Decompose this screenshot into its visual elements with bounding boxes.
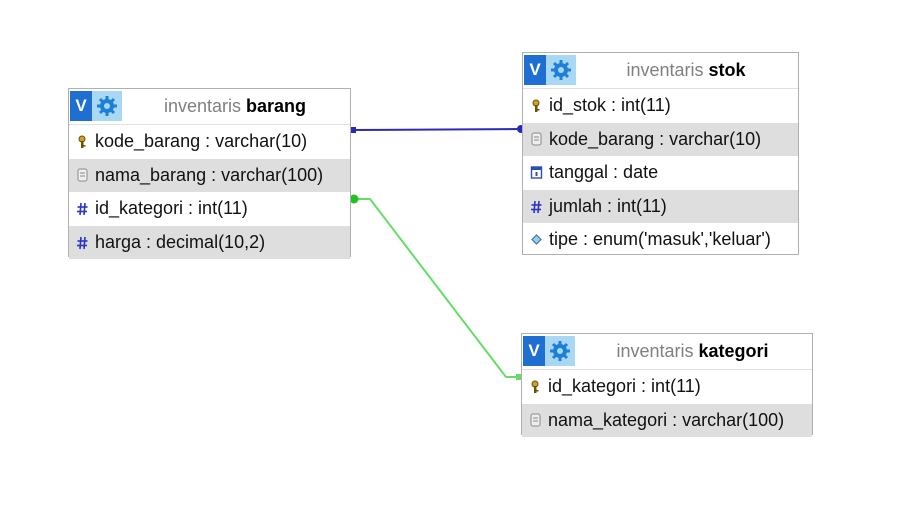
table-header[interactable]: V inventaris barang — [69, 89, 350, 125]
relation-barang-stok-start-marker — [350, 127, 356, 133]
column-row[interactable]: tipe : enum('masuk','keluar') — [523, 223, 798, 257]
column-label: id_stok : int(11) — [549, 95, 671, 115]
text-type-icon — [529, 404, 543, 438]
column-label: kode_barang : varchar(10) — [549, 128, 762, 149]
table-name: kategori — [698, 341, 769, 361]
column-label: tanggal : date — [549, 162, 659, 182]
key-icon — [76, 125, 90, 159]
column-row[interactable]: id_stok : int(11) — [523, 89, 798, 123]
table-name: barang — [246, 96, 307, 116]
column-label: jumlah : int(11) — [549, 195, 667, 216]
column-label: nama_kategori : varchar(100) — [548, 409, 785, 430]
toggle-columns-button[interactable]: V — [70, 91, 92, 121]
hash-icon — [76, 226, 90, 260]
hash-icon — [530, 190, 544, 224]
gear-icon[interactable] — [92, 91, 122, 121]
toggle-columns-button[interactable]: V — [524, 55, 546, 85]
table-title[interactable]: inventaris barang — [124, 89, 346, 124]
table-title[interactable]: inventaris stok — [578, 53, 794, 88]
column-row[interactable]: kode_barang : varchar(10) — [523, 122, 798, 157]
column-label: id_kategori : int(11) — [95, 198, 248, 218]
column-label: id_kategori : int(11) — [548, 376, 701, 396]
enum-icon — [530, 223, 544, 257]
relation-barang-kategori-start-marker — [349, 194, 359, 204]
column-row[interactable]: harga : decimal(10,2) — [69, 225, 350, 260]
database-name: inventaris — [616, 341, 694, 361]
gear-icon[interactable] — [546, 55, 576, 85]
column-label: nama_barang : varchar(100) — [95, 164, 324, 185]
gear-icon[interactable] — [545, 336, 575, 366]
table-stok[interactable]: V inventaris stok id_stok : int(11) kode… — [522, 52, 799, 255]
column-row[interactable]: jumlah : int(11) — [523, 189, 798, 224]
column-label: harga : decimal(10,2) — [95, 231, 266, 252]
toggle-columns-button[interactable]: V — [523, 336, 545, 366]
table-kategori[interactable]: V inventaris kategori id_kategori : int(… — [521, 333, 813, 438]
key-icon — [529, 370, 543, 404]
column-row[interactable]: nama_kategori : varchar(100) — [522, 403, 812, 438]
key-icon — [530, 89, 544, 123]
table-title[interactable]: inventaris kategori — [577, 334, 808, 369]
relation-barang-stok — [349, 128, 523, 131]
table-name: stok — [708, 60, 746, 80]
text-type-icon — [530, 123, 544, 157]
column-row[interactable]: nama_barang : varchar(100) — [69, 158, 350, 193]
table-header[interactable]: V inventaris stok — [523, 53, 798, 89]
column-row[interactable]: tanggal : date — [523, 156, 798, 190]
database-name: inventaris — [163, 96, 241, 116]
database-name: inventaris — [626, 60, 704, 80]
column-label: kode_barang : varchar(10) — [95, 131, 308, 151]
table-header[interactable]: V inventaris kategori — [522, 334, 812, 370]
column-row[interactable]: kode_barang : varchar(10) — [69, 125, 350, 159]
table-barang[interactable]: V inventaris barang kode_barang : varcha… — [68, 88, 351, 260]
column-row[interactable]: id_kategori : int(11) — [69, 192, 350, 226]
relation-barang-kategori-end-marker — [516, 374, 522, 380]
column-label: tipe : enum('masuk','keluar') — [549, 229, 771, 249]
column-row[interactable]: id_kategori : int(11) — [522, 370, 812, 404]
date-icon — [530, 156, 544, 190]
hash-icon — [76, 192, 90, 226]
text-type-icon — [76, 159, 90, 193]
relation-barang-kategori — [350, 198, 522, 378]
